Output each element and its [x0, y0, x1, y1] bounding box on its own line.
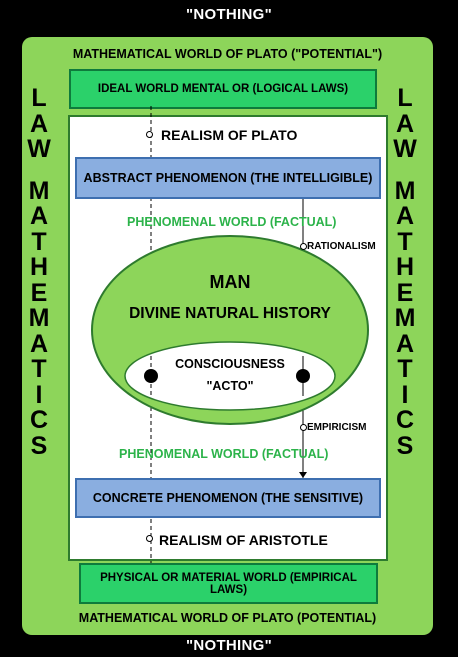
left-letter: T [31, 227, 47, 256]
outer-caption-top: MATHEMATICAL WORLD OF PLATO ("POTENTIAL"… [72, 47, 383, 61]
rationalism-marker [300, 243, 307, 250]
man-title: MAN [209, 272, 251, 292]
left-letter: T [31, 355, 47, 383]
realism-of-plato-label: REALISM OF PLATO [161, 127, 298, 143]
divine-natural-history-label: DIVINE NATURAL HISTORY [129, 305, 331, 322]
right-letter: C [395, 406, 415, 434]
left-letter: C [29, 406, 49, 434]
left-letter: S [30, 431, 48, 460]
empiricism-label: EMPIRICISM [307, 422, 367, 433]
right-letter: M [394, 304, 416, 332]
ideal-world-box: IDEAL WORLD MENTAL OR (LOGICAL LAWS) [69, 69, 377, 109]
right-vertical-text: L A W M A T H E M A T I C S [388, 84, 422, 460]
consciousness-right-dot [296, 369, 310, 383]
concrete-phenomenon-box: CONCRETE PHENOMENON (THE SENSITIVE) [75, 478, 381, 518]
consciousness-left-dot [144, 369, 158, 383]
left-letter: M [28, 304, 50, 332]
right-letter: T [397, 227, 413, 256]
consciousness-label: CONSCIOUSNESS [175, 357, 285, 371]
right-letter: W [393, 135, 417, 163]
physical-world-box: PHYSICAL OR MATERIAL WORLD (EMPIRICAL LA… [79, 563, 378, 604]
left-letter: A [29, 329, 49, 358]
right-letter: A [395, 202, 415, 230]
left-vertical-text: L A W M A T H E M A T I C S [22, 84, 56, 460]
outer-caption-bottom: MATHEMATICAL WORLD OF PLATO (POTENTIAL) [78, 611, 377, 625]
empiricism-arrowhead [299, 472, 307, 478]
right-letter: T [397, 355, 413, 383]
right-letter: L [397, 84, 413, 112]
left-letter: L [31, 84, 47, 112]
left-letter: H [29, 253, 49, 281]
left-letter: I [35, 380, 43, 409]
left-letter: W [27, 135, 51, 163]
realism-of-aristotle-label: REALISM OF ARISTOTLE [159, 532, 328, 548]
consciousness-ellipse [124, 341, 336, 411]
left-letter: A [29, 202, 49, 230]
acto-label: "ACTO" [206, 379, 254, 393]
right-letter: H [395, 253, 415, 281]
phenomenal-world-bottom-label: PHENOMENAL WORLD (FACTUAL) [119, 447, 329, 461]
rationalism-label: RATIONALISM [307, 241, 376, 252]
bottom-nothing-label: "NOTHING" [185, 637, 273, 654]
top-nothing-label: "NOTHING" [185, 6, 273, 23]
left-letter: E [30, 278, 48, 307]
right-letter: M [394, 176, 416, 205]
realism-aristotle-marker [146, 535, 153, 542]
right-letter: S [396, 431, 414, 460]
right-letter: A [395, 329, 415, 358]
right-letter: I [401, 380, 409, 409]
left-letter: M [28, 176, 50, 205]
left-letter: A [29, 109, 49, 138]
right-letter: A [395, 109, 415, 138]
abstract-phenomenon-box: ABSTRACT PHENOMENON (THE INTELLIGIBLE) [75, 157, 381, 199]
empiricism-marker [300, 424, 307, 431]
right-letter: E [396, 278, 414, 307]
realism-plato-marker [146, 131, 153, 138]
phenomenal-world-top-label: PHENOMENAL WORLD (FACTUAL) [127, 215, 337, 229]
